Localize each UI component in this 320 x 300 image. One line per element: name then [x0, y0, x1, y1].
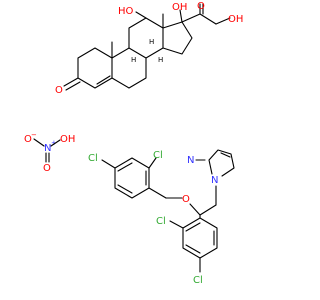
label-nitrate-o-double: O	[43, 163, 51, 174]
benzyl-ring-double-1	[117, 162, 133, 172]
nitric-acid-molecule: O − N + OH O	[24, 131, 75, 174]
benzyl-ring	[114, 157, 150, 199]
bond-o-ch	[189, 203, 201, 216]
imidazole-ring	[208, 149, 235, 177]
bond-n-o-minus	[33, 138, 45, 147]
phenyl-ring-double-3	[185, 244, 201, 254]
chemical-structure-drawing: HO OH O OH O H H H O − N + OH O	[24, 1, 243, 286]
phenyl-ring	[182, 217, 218, 259]
label-oh-17: OH	[172, 2, 187, 13]
label-n-1: N	[211, 175, 218, 186]
label-cl-3: Cl	[156, 216, 166, 227]
label-cl-1: Cl	[88, 153, 98, 164]
label-h-9: H	[131, 56, 136, 64]
bond-c3-o-double	[65, 81, 81, 91]
bond-c3-o	[63, 77, 79, 87]
bond-n-oh	[50, 139, 61, 147]
miconazole-molecule: Cl Cl O N N Cl Cl	[88, 149, 235, 286]
bond-cl-1	[101, 159, 116, 169]
bond-c17-oh	[179, 9, 183, 23]
bond-cl-2	[148, 157, 157, 169]
label-nitrate-plus: +	[51, 139, 57, 147]
label-oh-21: OH	[228, 14, 243, 25]
bond-c20-c21	[199, 13, 217, 25]
label-n-3: N	[187, 155, 194, 166]
label-nitrate-o-minus: O	[24, 134, 32, 145]
label-nitrate-minus: −	[31, 131, 37, 139]
label-o-3: O	[55, 85, 63, 96]
label-o-20: O	[197, 1, 205, 12]
structure-canvas: HO OH O OH O H H H O − N + OH O	[24, 1, 244, 286]
ring-d	[162, 21, 193, 55]
label-o-ether: O	[182, 194, 190, 205]
steroid-molecule: HO OH O OH O H H H	[55, 1, 243, 96]
phenyl-ring-double-1	[185, 222, 201, 232]
ring-a	[77, 47, 113, 89]
bond-cl-3	[169, 220, 184, 229]
ring-c	[128, 17, 164, 59]
label-nitrate-n: N	[44, 143, 51, 154]
bond-benzyl-ch2	[148, 187, 167, 199]
label-h-8: H	[149, 38, 154, 46]
bond-ch-ch2	[199, 204, 217, 216]
ring-b	[111, 47, 147, 89]
imidazole-double-1	[220, 152, 231, 158]
bond-c11-oh	[135, 11, 147, 19]
bond-c4-c5-double	[96, 75, 111, 85]
label-cl-2: Cl	[153, 150, 163, 161]
label-h-14: H	[158, 56, 163, 64]
bond-c17-c20	[181, 13, 201, 23]
bond-c21-oh	[215, 17, 231, 25]
benzyl-ring-double-3	[117, 184, 133, 194]
label-oh-11: HO	[118, 6, 134, 17]
label-cl-4: Cl	[193, 275, 203, 286]
label-nitrate-oh: OH	[60, 134, 75, 145]
